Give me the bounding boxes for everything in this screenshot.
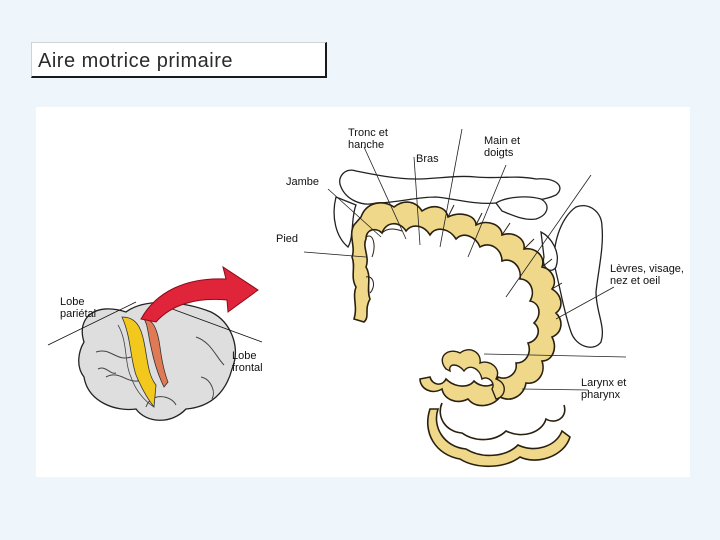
label-tronc-hanche: Tronc et hanche [348, 127, 388, 151]
label-jambe: Jambe [286, 176, 319, 188]
cortex-strip [352, 202, 570, 466]
homunculus-diagram [36, 107, 690, 477]
title-box: Aire motrice primaire [31, 42, 327, 78]
label-main-doigts: Main et doigts [484, 135, 520, 159]
motor-cortex-figure: Lobe pariétal Lobe frontal Tronc et hanc… [36, 107, 690, 477]
homunculus-outline [334, 170, 602, 347]
label-bras: Bras [416, 153, 439, 165]
label-lobe-parietal: Lobe pariétal [60, 296, 96, 320]
label-levres-visage: Lèvres, visage, nez et oeil [610, 263, 684, 287]
label-pied: Pied [276, 233, 298, 245]
slide-title: Aire motrice primaire [38, 50, 233, 73]
label-larynx-pharynx: Larynx et pharynx [581, 377, 626, 401]
label-lobe-frontal: Lobe frontal [232, 350, 263, 374]
